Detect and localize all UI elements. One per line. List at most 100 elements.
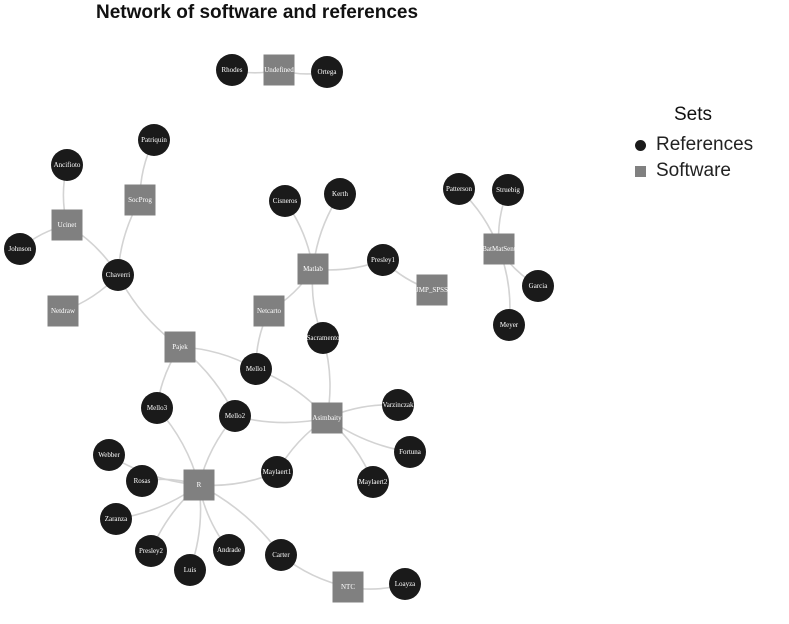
reference-circle — [261, 456, 293, 488]
software-square — [51, 209, 83, 241]
node-label: Rosas — [134, 477, 151, 485]
software-square — [124, 184, 156, 216]
reference-node-mello2: Mello2 — [219, 400, 251, 432]
node-label: Netcarto — [257, 307, 282, 315]
node-label: Varzinczak — [382, 401, 414, 409]
reference-node-rhodes: Rhodes — [216, 54, 248, 86]
reference-node-mello1: Mello1 — [240, 353, 272, 385]
node-label: Maylaert2 — [359, 478, 388, 486]
reference-node-varzinczak: Varzinczak — [382, 389, 414, 421]
node-label: Mello3 — [147, 404, 168, 412]
reference-circle — [51, 149, 83, 181]
reference-node-loayza: Loayza — [389, 568, 421, 600]
node-label: Rhodes — [222, 66, 243, 74]
node-label: Pajek — [172, 343, 188, 351]
software-square — [263, 54, 295, 86]
circle-icon — [634, 139, 646, 151]
node-label: Luis — [184, 566, 197, 574]
software-node-jmp-spss: JMP_SPSS — [416, 274, 448, 306]
legend-label-software: Software — [656, 160, 731, 181]
node-label: Kerth — [332, 190, 348, 198]
reference-circle — [265, 539, 297, 571]
node-label: Netdraw — [51, 307, 76, 315]
reference-node-mello3: Mello3 — [141, 392, 173, 424]
legend: Sets References Software — [628, 104, 753, 184]
node-label: Chaverri — [106, 271, 131, 279]
software-square — [183, 469, 215, 501]
reference-circle — [102, 259, 134, 291]
node-label: NTC — [341, 583, 355, 591]
reference-circle — [389, 568, 421, 600]
reference-circle — [307, 322, 339, 354]
node-label: Carter — [272, 551, 290, 559]
reference-circle — [126, 465, 158, 497]
reference-node-kerth: Kerth — [324, 178, 356, 210]
software-node-netdraw: Netdraw — [47, 295, 79, 327]
reference-node-ortega: Ortega — [311, 56, 343, 88]
software-node-socprog: SocProg — [124, 184, 156, 216]
software-square — [416, 274, 448, 306]
software-node-batmatsent: BatMatSent — [482, 233, 516, 265]
reference-circle — [100, 503, 132, 535]
node-label: Undefined — [264, 66, 294, 74]
node-label: Mello2 — [225, 412, 246, 420]
node-label: Garcia — [529, 282, 549, 290]
reference-node-meyer: Meyer — [493, 309, 525, 341]
node-label: Maylaert1 — [263, 468, 292, 476]
reference-circle — [93, 439, 125, 471]
node-label: Struebig — [496, 186, 520, 194]
reference-circle — [216, 54, 248, 86]
edge-layer — [19, 69, 539, 590]
reference-circle — [213, 534, 245, 566]
reference-circle — [4, 233, 36, 265]
node-label: Andrade — [217, 546, 241, 554]
node-label: Asimbaity — [312, 414, 342, 422]
legend-item-software: Software — [628, 158, 753, 184]
reference-node-ancifioto: Ancifioto — [51, 149, 83, 181]
reference-node-johnson: Johnson — [4, 233, 36, 265]
node-label: R — [197, 481, 202, 489]
reference-node-fortuna: Fortuna — [394, 436, 426, 468]
reference-node-maylaert2: Maylaert2 — [357, 466, 389, 498]
software-square — [253, 295, 285, 327]
node-label: Cisneros — [273, 197, 298, 205]
software-node-undefined: Undefined — [263, 54, 295, 86]
square-icon — [634, 165, 646, 177]
node-layer: Undefined Rhodes OrtegaPatriquinAncifiotoS… — [4, 54, 554, 603]
reference-node-luis: Luis — [174, 554, 206, 586]
legend-label-references: References — [656, 134, 754, 155]
graph-title: Network of software and references — [96, 2, 419, 23]
reference-circle — [522, 270, 554, 302]
node-label: Presley1 — [371, 256, 396, 264]
reference-circle — [492, 174, 524, 206]
reference-circle — [138, 124, 170, 156]
reference-circle — [219, 400, 251, 432]
reference-circle — [141, 392, 173, 424]
reference-node-patterson: Patterson — [443, 173, 475, 205]
software-square — [311, 402, 343, 434]
reference-node-sacramento: Sacramento — [306, 322, 340, 354]
legend-title: Sets — [674, 104, 713, 125]
reference-node-carter: Carter — [265, 539, 297, 571]
software-node-ntc: NTC — [332, 571, 364, 603]
node-label: Presley2 — [139, 547, 164, 555]
node-label: Ucinet — [58, 221, 77, 229]
reference-node-rosas: Rosas — [126, 465, 158, 497]
reference-node-zaranza: Zaranza — [100, 503, 132, 535]
reference-node-presley1: Presley1 — [367, 244, 399, 276]
software-node-asimbaity: Asimbaity — [311, 402, 343, 434]
node-label: Ancifioto — [54, 161, 81, 169]
software-node-netcarto: Netcarto — [253, 295, 285, 327]
reference-node-patriquin: Patriquin — [138, 124, 170, 156]
reference-circle — [367, 244, 399, 276]
node-label: JMP_SPSS — [416, 286, 448, 294]
reference-node-presley2: Presley2 — [135, 535, 167, 567]
reference-circle — [493, 309, 525, 341]
node-label: BatMatSent — [482, 245, 515, 253]
node-label: SocProg — [128, 196, 152, 204]
node-label: Matlab — [303, 265, 323, 273]
legend-item-references: References — [628, 132, 753, 158]
reference-node-maylaert1: Maylaert1 — [261, 456, 293, 488]
reference-circle — [394, 436, 426, 468]
software-square — [47, 295, 79, 327]
